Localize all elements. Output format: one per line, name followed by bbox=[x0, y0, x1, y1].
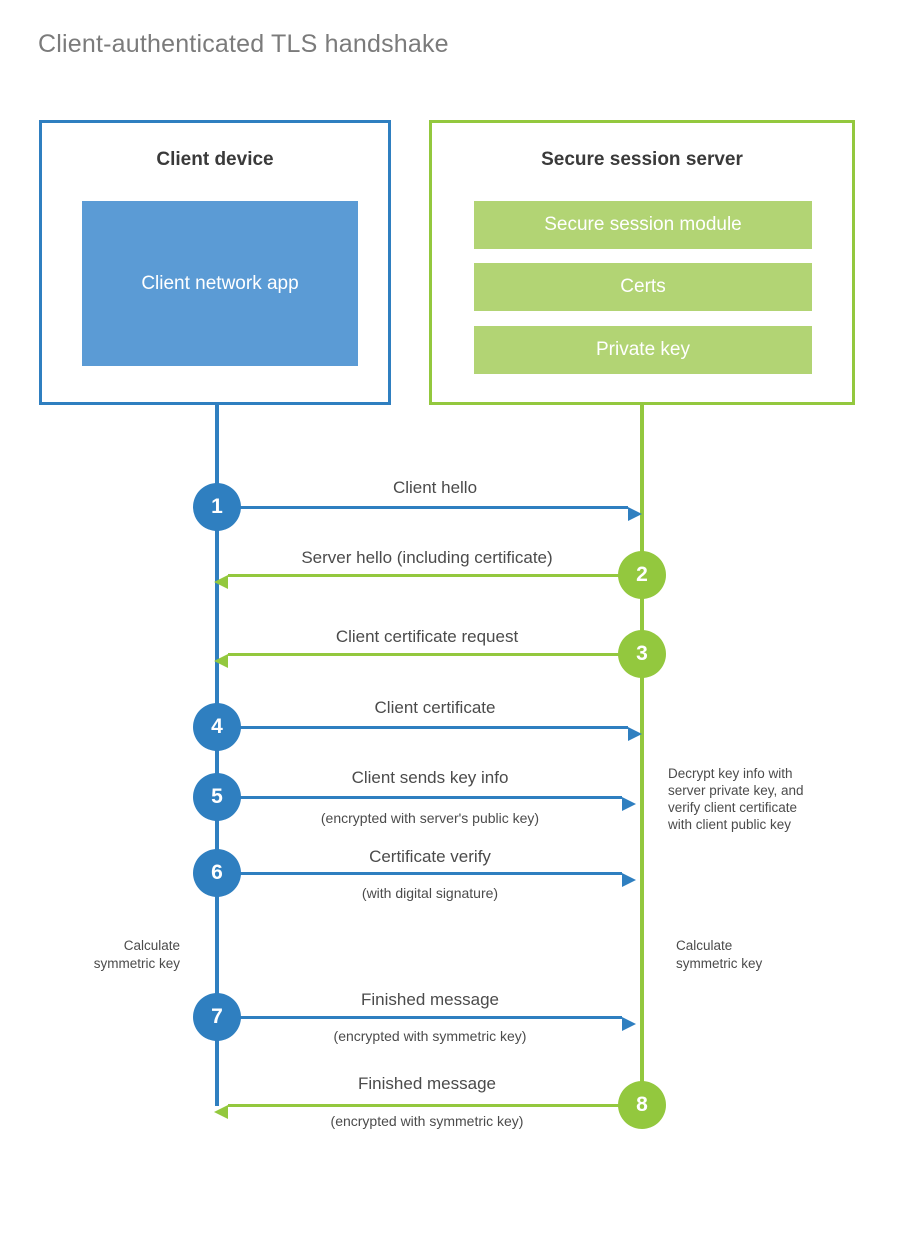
note-calc-server-line-2: symmetric key bbox=[676, 956, 763, 971]
note-decrypt-line-2: server private key, and bbox=[668, 783, 804, 798]
server-lifeline bbox=[640, 405, 644, 1105]
server-component-certs: Certs bbox=[474, 263, 812, 311]
step-circle-3[interactable]: 3 bbox=[618, 630, 666, 678]
client-device-box: Client device Client network app bbox=[39, 120, 391, 405]
step-circle-4[interactable]: 4 bbox=[193, 703, 241, 751]
note-decrypt-line-3: verify client certificate bbox=[668, 800, 798, 815]
step-circle-8[interactable]: 8 bbox=[618, 1081, 666, 1129]
note-calc-server-line-1: Calculate bbox=[676, 938, 733, 953]
arrow-line-1 bbox=[217, 506, 628, 509]
message-label-6: Certificate verify bbox=[369, 847, 491, 866]
message-label-3: Client certificate request bbox=[335, 627, 519, 646]
client-lifeline bbox=[215, 405, 219, 1106]
message-sublabel-7: (encrypted with symmetric key) bbox=[333, 1028, 527, 1044]
arrow-line-3 bbox=[228, 653, 642, 656]
arrow-line-5 bbox=[217, 796, 622, 799]
page-title: Client-authenticated TLS handshake bbox=[38, 30, 449, 58]
note-decrypt-line-4: with client public key bbox=[668, 817, 792, 832]
step-circle-2[interactable]: 2 bbox=[618, 551, 666, 599]
arrow-head-5 bbox=[622, 797, 636, 811]
message-label-2: Server hello (including certificate) bbox=[301, 548, 553, 567]
client-network-app-block: Client network app bbox=[82, 201, 358, 366]
step-circle-5[interactable]: 5 bbox=[193, 773, 241, 821]
message-label-8: Finished message bbox=[358, 1074, 496, 1093]
secure-session-server-title: Secure session server bbox=[541, 149, 743, 170]
server-component-secure-session-module: Secure session module bbox=[474, 201, 812, 249]
arrow-line-4 bbox=[217, 726, 628, 729]
message-sublabel-8: (encrypted with symmetric key) bbox=[330, 1113, 524, 1129]
arrow-line-8 bbox=[228, 1104, 642, 1107]
note-calculate-symmetric-key-client: Calculate symmetric key bbox=[60, 937, 180, 973]
arrow-head-2 bbox=[214, 575, 228, 589]
arrow-head-7 bbox=[622, 1017, 636, 1031]
client-device-title: Client device bbox=[156, 149, 274, 170]
arrow-head-3 bbox=[214, 654, 228, 668]
message-label-4: Client certificate bbox=[374, 698, 496, 717]
step-circle-6[interactable]: 6 bbox=[193, 849, 241, 897]
note-calc-client-line-1: Calculate bbox=[123, 938, 180, 953]
note-decrypt-key-info: Decrypt key info with server private key… bbox=[668, 765, 848, 833]
step-circle-1[interactable]: 1 bbox=[193, 483, 241, 531]
arrow-line-6 bbox=[217, 872, 622, 875]
note-decrypt-line-1: Decrypt key info with bbox=[668, 766, 793, 781]
arrow-line-7 bbox=[217, 1016, 622, 1019]
arrow-line-2 bbox=[228, 574, 642, 577]
message-label-1: Client hello bbox=[392, 478, 478, 497]
server-component-private-key: Private key bbox=[474, 326, 812, 374]
note-calculate-symmetric-key-server: Calculate symmetric key bbox=[676, 937, 826, 973]
arrow-head-8 bbox=[214, 1105, 228, 1119]
message-label-7: Finished message bbox=[361, 990, 499, 1009]
message-label-5: Client sends key info bbox=[351, 768, 509, 787]
arrow-head-6 bbox=[622, 873, 636, 887]
note-calc-client-line-2: symmetric key bbox=[93, 956, 180, 971]
arrow-head-4 bbox=[628, 727, 642, 741]
message-sublabel-5: (encrypted with server's public key) bbox=[320, 810, 540, 826]
secure-session-server-box: Secure session server Secure session mod… bbox=[429, 120, 855, 405]
message-sublabel-6: (with digital signature) bbox=[361, 885, 499, 901]
step-circle-7[interactable]: 7 bbox=[193, 993, 241, 1041]
arrow-head-1 bbox=[628, 507, 642, 521]
